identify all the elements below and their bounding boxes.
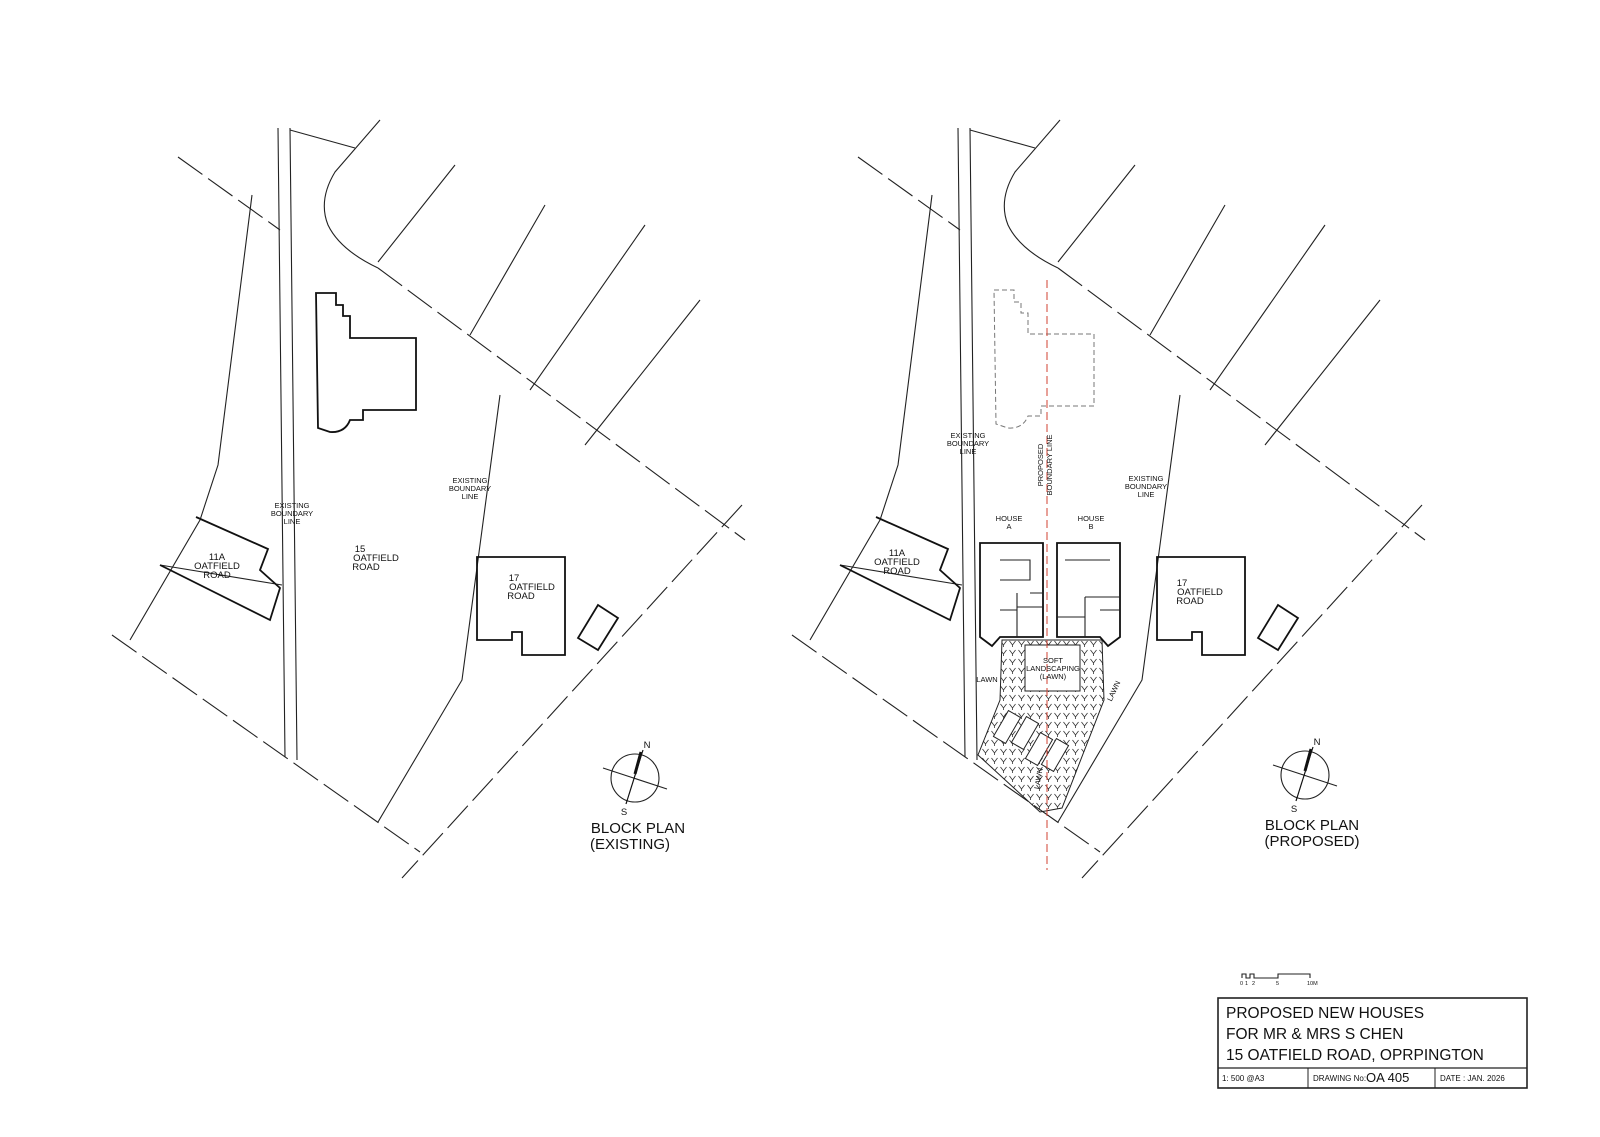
- drawing-number: OA 405: [1366, 1070, 1409, 1085]
- svg-text:0: 0: [1240, 981, 1243, 987]
- title-block: PROPOSED NEW HOUSES FOR MR & MRS S CHEN …: [1217, 997, 1528, 1089]
- drawing-no-label: DRAWING No:: [1313, 1074, 1366, 1083]
- existing-house-15-footprint: [315, 292, 417, 433]
- svg-text:2: 2: [1252, 981, 1255, 987]
- title-line-1: PROPOSED NEW HOUSES: [1226, 1005, 1424, 1022]
- proposed-plan-title: BLOCK PLAN(PROPOSED): [1264, 817, 1359, 850]
- date-text: DATE : JAN. 2026: [1440, 1074, 1505, 1083]
- soft-landscaping-area: [1024, 644, 1081, 692]
- svg-text:10M: 10M: [1307, 981, 1318, 987]
- north-arrow-icon: N S: [1272, 737, 1338, 815]
- proposed-boundary-label: PROPOSEDBOUNDARY LINE: [1036, 435, 1054, 496]
- svg-text:N: N: [1314, 737, 1321, 748]
- title-line-3: 15 OATFIELD ROAD, OPRPINGTON: [1226, 1047, 1484, 1064]
- lawn-label: LAWN: [1032, 767, 1045, 790]
- svg-text:S: S: [621, 807, 627, 818]
- lawn-label: LAWN: [1105, 679, 1122, 702]
- svg-text:1: 1: [1245, 981, 1248, 987]
- title-line-2: FOR MR & MRS S CHEN: [1226, 1026, 1403, 1043]
- lawn-label: LAWN: [976, 675, 997, 684]
- scale-bar: 0 1 2 5 10M: [1240, 973, 1318, 987]
- svg-text:N: N: [644, 740, 651, 751]
- demolished-house-outline: [993, 289, 1095, 429]
- svg-text:5: 5: [1276, 981, 1279, 987]
- scale-text: 1: 500 @A3: [1222, 1074, 1265, 1083]
- existing-plan-title: BLOCK PLAN(EXISTING): [590, 820, 685, 853]
- north-arrow-icon: N S: [602, 740, 668, 818]
- house-a-floorplan: [979, 542, 1044, 648]
- svg-text:S: S: [1291, 804, 1297, 815]
- house-b-floorplan: [1056, 542, 1121, 648]
- parking-bays: [992, 709, 1070, 773]
